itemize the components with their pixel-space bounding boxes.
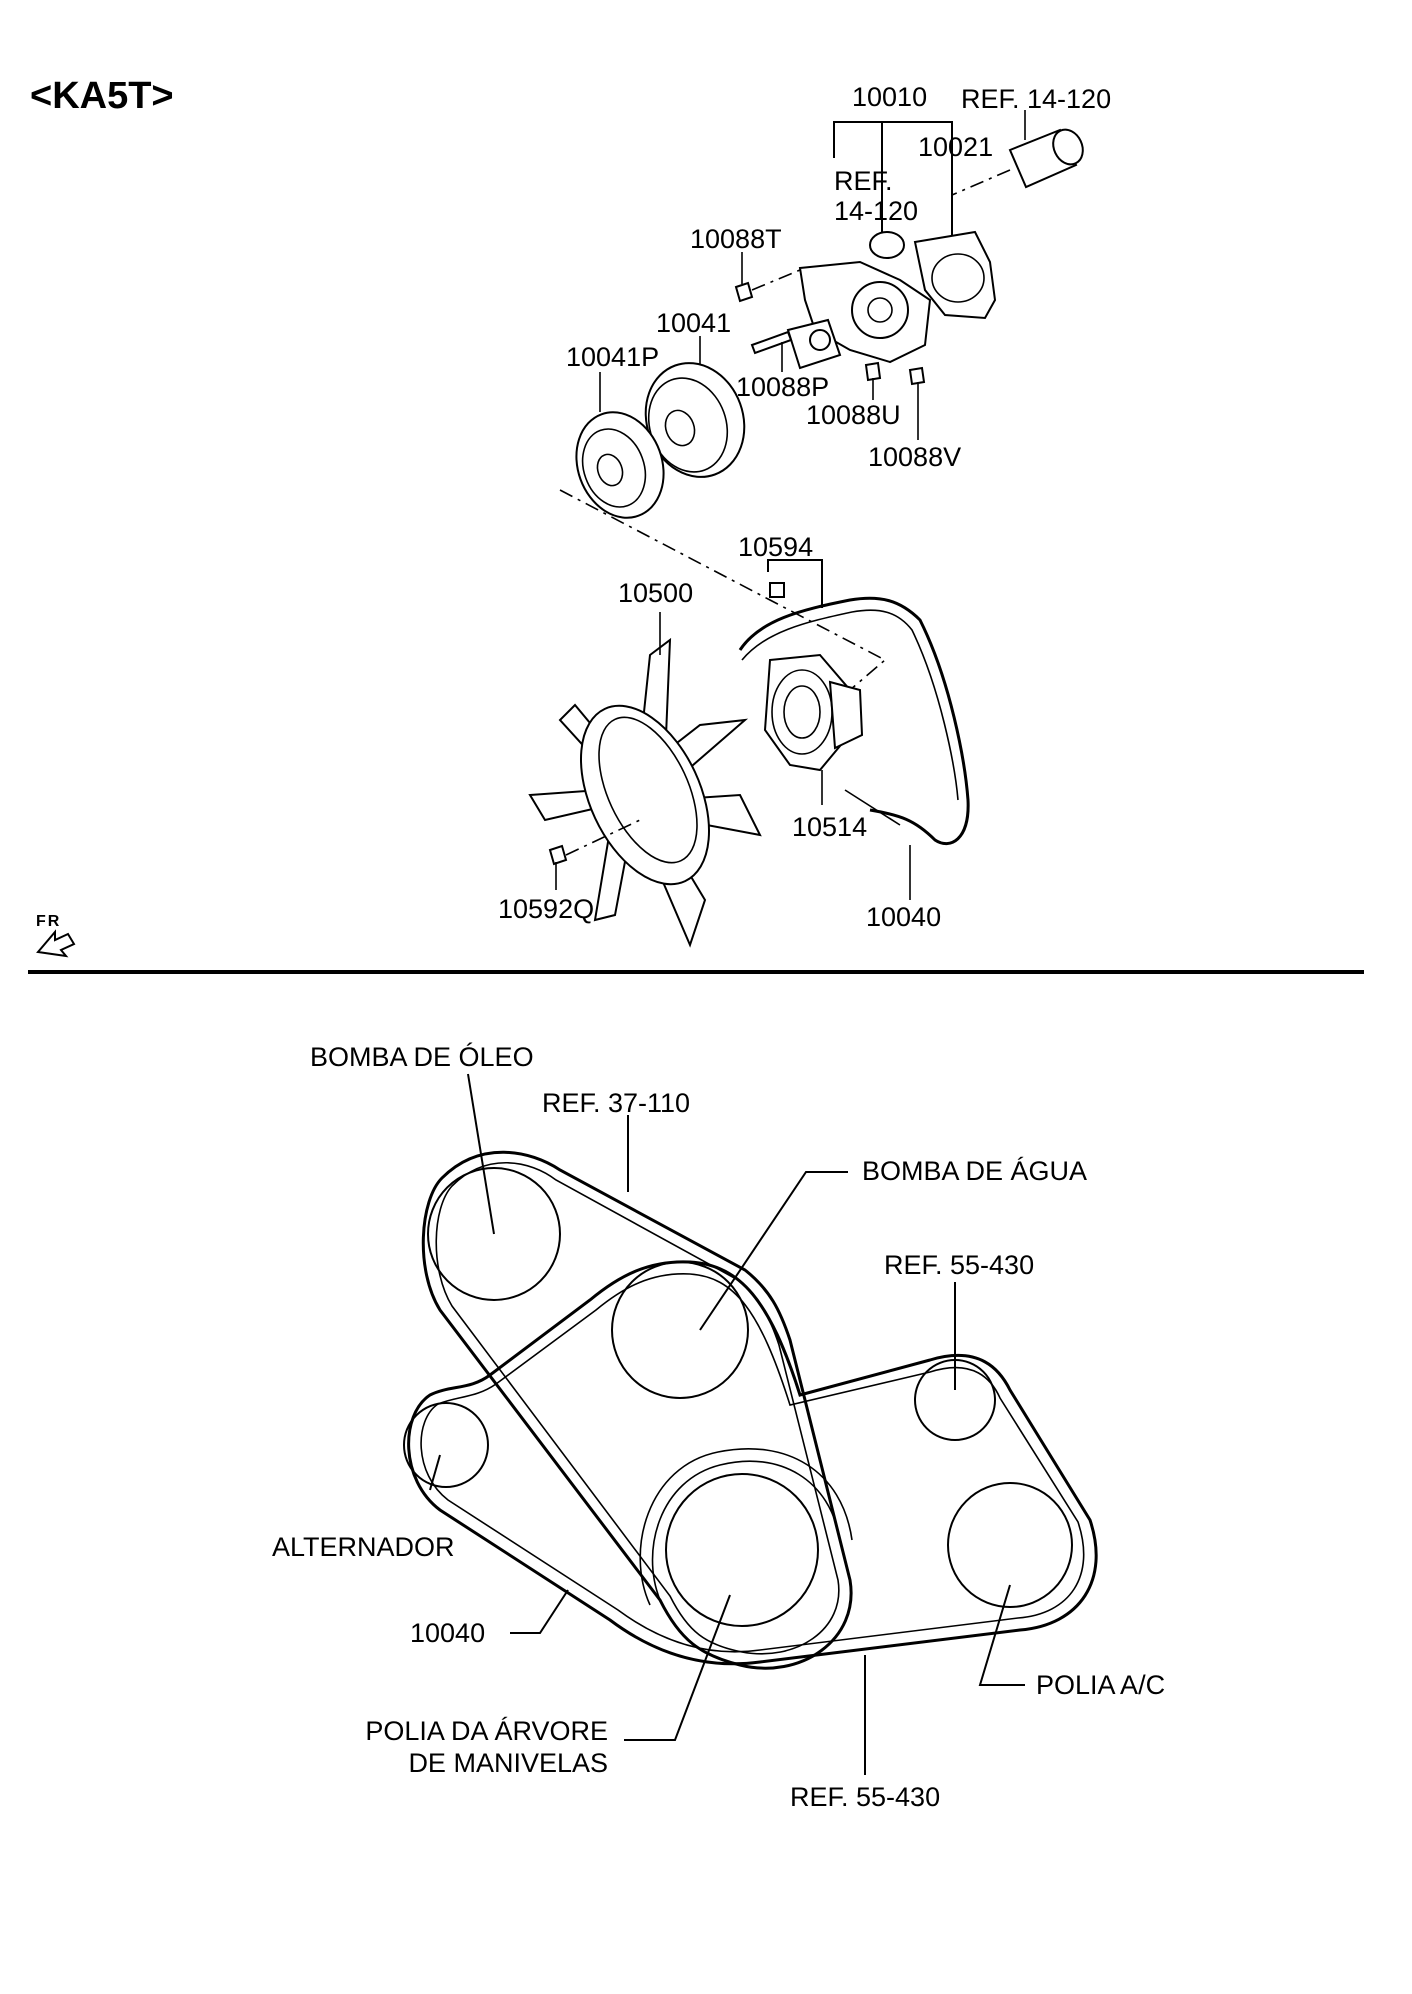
leader-oil-pump	[467, 1073, 495, 1235]
label-10592q: 10592Q	[498, 894, 594, 924]
outer-belt	[407, 1260, 1098, 1666]
label-10088u: 10088U	[806, 400, 901, 430]
front-arrow-icon	[36, 929, 76, 958]
alternator-pulley	[403, 1402, 489, 1488]
label-belt-10040: 10040	[410, 1618, 485, 1648]
front-marker-label: FR	[36, 913, 61, 930]
label-10594: 10594	[738, 532, 813, 562]
label-ref-55-430-bottom: REF. 55-430	[790, 1782, 940, 1812]
label-10514: 10514	[792, 812, 867, 842]
label-10041p: 10041P	[566, 342, 659, 372]
fan-clutch-part	[763, 653, 864, 805]
ac-pulley	[947, 1482, 1073, 1608]
label-crankshaft-line1: POLIA DA ÁRVORE	[365, 1716, 608, 1746]
crankshaft-pulley	[665, 1473, 819, 1627]
label-ref-55-430-top: REF. 55-430	[884, 1250, 1034, 1280]
label-10088p: 10088P	[736, 372, 829, 402]
label-ac-pulley: POLIA A/C	[1036, 1670, 1165, 1700]
bolt-10088p	[750, 330, 793, 372]
thermostat-housing-part	[951, 128, 1084, 196]
label-10041: 10041	[656, 308, 731, 338]
water-pump-pulley	[611, 1261, 749, 1399]
label-10021: 10021	[918, 132, 993, 162]
label-10010: 10010	[852, 82, 927, 112]
bolt-10592q-part	[548, 819, 641, 890]
label-10040-upper: 10040	[866, 902, 941, 932]
pulley-10041p-part	[575, 372, 665, 519]
label-ref-14-120-top: REF. 14-120	[961, 84, 1111, 114]
clip-10594-part	[769, 582, 785, 598]
leader-crankshaft	[624, 1594, 731, 1741]
v-belt-upper-part	[738, 596, 970, 900]
leader-ac-pulley	[978, 1584, 1025, 1686]
label-oil-pump: BOMBA DE ÓLEO	[310, 1041, 534, 1072]
upper-labels: 10010 REF. 14-120 10021 REF. 14-120 1008…	[36, 82, 1111, 932]
label-10088v: 10088V	[868, 442, 961, 472]
leader-water-pump	[699, 1171, 848, 1331]
label-water-pump: BOMBA DE ÁGUA	[862, 1156, 1087, 1186]
label-crankshaft-line2: DE MANIVELAS	[408, 1748, 608, 1778]
label-10500: 10500	[618, 578, 693, 608]
model-code-title: <KA5T>	[30, 75, 174, 117]
bolt-10088t	[734, 252, 801, 303]
label-ref-37-110: REF. 37-110	[542, 1088, 690, 1118]
water-pump-body-part	[786, 260, 932, 370]
leader-belt-10040	[510, 1589, 569, 1634]
upper-exploded-view	[36, 110, 1084, 958]
leader-10594	[767, 559, 823, 608]
belt-routing-diagram	[403, 1073, 1098, 1775]
bolt-10088u	[864, 361, 882, 400]
cooling-fan-part	[528, 612, 762, 948]
leader-alternator	[429, 1454, 441, 1491]
o-ring-part	[869, 231, 905, 259]
bolt-10088v	[908, 366, 926, 440]
label-10088t: 10088T	[690, 224, 782, 254]
label-ref-14-120-mid-b: 14-120	[834, 196, 918, 226]
lower-labels: BOMBA DE ÓLEO REF. 37-110 BOMBA DE ÁGUA …	[272, 1041, 1165, 1812]
label-alternator: ALTERNADOR	[272, 1532, 455, 1562]
label-ref-14-120-mid-a: REF.	[834, 166, 893, 196]
assembly-axis	[559, 489, 887, 691]
